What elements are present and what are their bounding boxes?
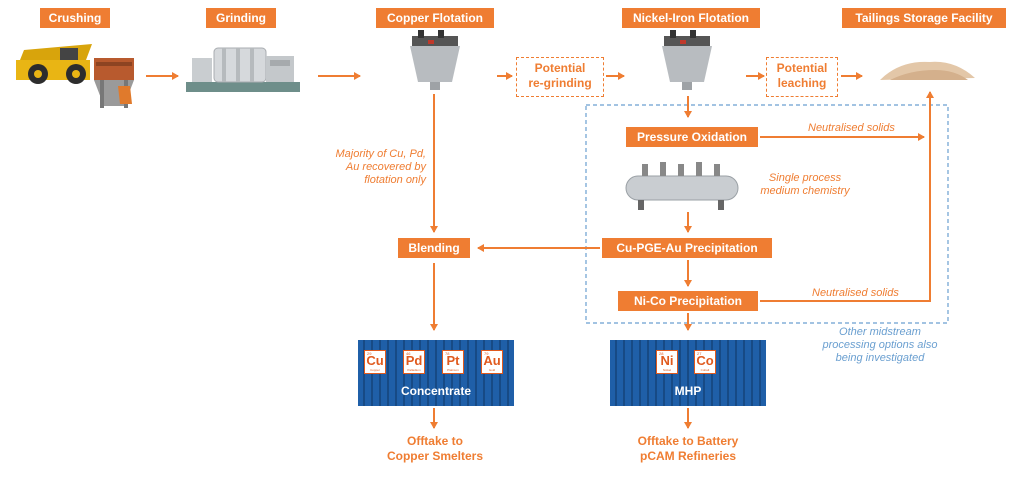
potential-leaching-box: Potential leaching xyxy=(766,57,838,97)
element-tile-pt: 78 Pt Platinum xyxy=(442,350,464,374)
element-symbol: Pd xyxy=(405,353,423,368)
crusher-plant-icon xyxy=(94,58,134,108)
potential-regrinding-box: Potential re-grinding xyxy=(516,57,604,97)
tailings-heap-icon xyxy=(880,61,975,80)
note-single-process: Single process medium chemistry xyxy=(752,172,858,198)
potential-regrinding-line1: Potential xyxy=(534,61,586,75)
haul-truck-icon xyxy=(16,44,92,84)
midstream-boundary xyxy=(585,104,949,324)
note-other-line1: Other midstream xyxy=(839,326,921,338)
note-single-process-line1: Single process xyxy=(768,172,842,184)
element-name: Copper xyxy=(370,368,380,372)
element-name: Cobalt xyxy=(700,368,710,372)
note-majority-line2: Au recovered by xyxy=(345,161,426,173)
note-neutralised-solids-2: Neutralised solids xyxy=(812,287,899,299)
offtake-battery-refineries: Offtake to Battery pCAM Refineries xyxy=(608,434,768,464)
offtake-copper-line1: Offtake to xyxy=(406,434,463,448)
process-ni-co-precipitation: Ni-Co Precipitation xyxy=(618,291,758,311)
process-pressure-oxidation: Pressure Oxidation xyxy=(626,127,758,147)
note-majority-line1: Majority of Cu, Pd, xyxy=(335,148,426,160)
element-number: 78 xyxy=(445,351,450,356)
potential-leaching-line2: leaching xyxy=(777,76,827,90)
element-name: Platinum xyxy=(447,368,459,372)
note-neutralised-solids-1: Neutralised solids xyxy=(808,122,895,134)
element-tile-cu: 29 Cu Copper xyxy=(364,350,386,374)
nickel-iron-flotation-cell-icon xyxy=(662,30,712,90)
note-majority-line3: flotation only xyxy=(364,174,426,186)
element-name: Gold xyxy=(488,368,496,372)
offtake-copper-line2: Copper Smelters xyxy=(386,449,484,463)
element-name: Palladium xyxy=(407,368,421,372)
note-single-process-line2: medium chemistry xyxy=(760,185,850,197)
autoclave-vessel-icon xyxy=(625,162,739,210)
element-name: Nickel xyxy=(662,368,672,372)
element-number: 46 xyxy=(406,351,411,356)
stage-grinding: Grinding xyxy=(206,8,276,28)
element-number: 79 xyxy=(484,351,489,356)
element-number: 28 xyxy=(659,351,664,356)
mhp-container-icon xyxy=(610,340,766,406)
offtake-battery-line1: Offtake to Battery xyxy=(637,434,739,448)
element-tile-pd: 46 Pd Palladium xyxy=(403,350,425,374)
element-symbol: Co xyxy=(696,353,714,368)
arrow-nico-tailings xyxy=(760,91,934,302)
stage-crushing: Crushing xyxy=(40,8,110,28)
mhp-label: MHP xyxy=(674,384,702,398)
stage-copper-flotation: Copper Flotation xyxy=(376,8,494,28)
stage-nickel-iron-flotation: Nickel-Iron Flotation xyxy=(622,8,760,28)
element-number: 27 xyxy=(697,351,702,356)
element-symbol: Cu xyxy=(366,353,384,368)
element-tile-co: 27 Co Cobalt xyxy=(694,350,716,374)
element-symbol: Au xyxy=(483,353,501,368)
note-other-line2: processing options also xyxy=(822,339,938,351)
element-number: 29 xyxy=(367,351,372,356)
note-other-line3: being investigated xyxy=(835,352,925,364)
grinding-mill-icon xyxy=(186,47,300,92)
process-blending: Blending xyxy=(398,238,470,258)
copper-flotation-cell-icon xyxy=(410,30,460,90)
offtake-copper-smelters: Offtake to Copper Smelters xyxy=(360,434,510,464)
note-other-midstream: Other midstream processing options also … xyxy=(806,326,954,365)
note-majority-recovered: Majority of Cu, Pd, Au recovered by flot… xyxy=(318,148,426,187)
stage-tailings-storage: Tailings Storage Facility xyxy=(842,8,1006,28)
element-symbol: Ni xyxy=(660,353,674,368)
element-tile-ni: 28 Ni Nickel xyxy=(656,350,678,374)
process-cu-pge-au-precipitation: Cu-PGE-Au Precipitation xyxy=(602,238,772,258)
element-tile-au: 79 Au Gold xyxy=(481,350,503,374)
potential-leaching-line1: Potential xyxy=(776,61,828,75)
element-symbol: Pt xyxy=(446,353,460,368)
offtake-battery-line2: pCAM Refineries xyxy=(639,449,737,463)
concentrate-label: Concentrate xyxy=(400,384,471,398)
potential-regrinding-line2: re-grinding xyxy=(528,76,592,90)
